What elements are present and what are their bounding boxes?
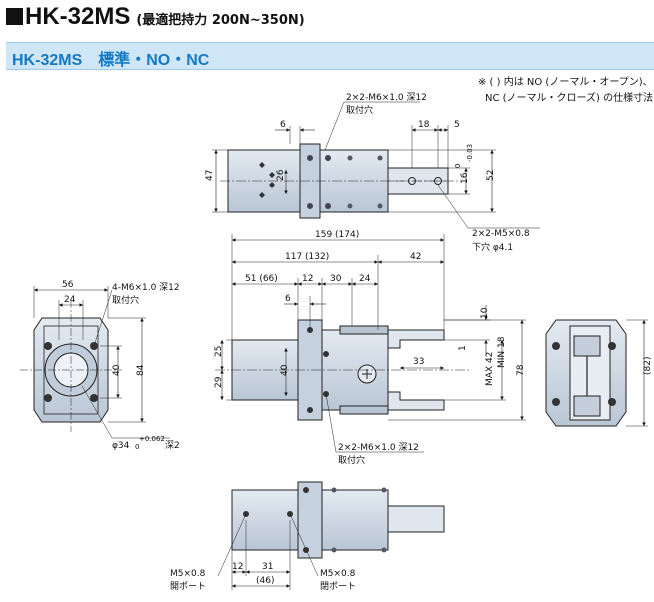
dim-1: 1 (458, 345, 468, 351)
bore-callout: φ34 (112, 441, 130, 451)
bore-tol-lower: 0 (135, 443, 139, 451)
page-title: HK-32MS (最適把持力 200N~350N) (6, 3, 305, 37)
port-right-callout: M5×0.8 (320, 569, 356, 579)
tol-lower: -0.03 (466, 144, 474, 162)
dim-10: 10 (480, 307, 490, 319)
bottom-view: 12 31 (46) M5×0.8 開ポート M5×0.8 閉ポート (170, 481, 445, 592)
dim-31: 31 (262, 562, 273, 572)
top-mount-sub: 取付穴 (346, 104, 373, 116)
dim-29: 29 (214, 376, 224, 388)
dim-6-front: 6 (285, 294, 291, 304)
port-right-sub: 閉ポート (320, 581, 356, 592)
dim-56: 56 (62, 280, 74, 290)
bore-depth: 深2 (165, 440, 180, 451)
left-end-view: 56 24 40 84 4-M6×1.0 深12 取付穴 φ34 +0.062 … (20, 280, 180, 451)
top-mount-callout: 2×2-M6×1.0 深12 (346, 92, 427, 103)
dim-159: 159 (174) (315, 230, 359, 240)
dim-18: 18 (418, 120, 430, 130)
dim-42: 42 (410, 252, 421, 262)
port-left-sub: 開ポート (170, 581, 206, 592)
dim-16: 16 (460, 172, 470, 184)
port-left-callout: M5×0.8 (170, 569, 206, 579)
dim-117: 117 (132) (285, 252, 329, 262)
dim-46: (46) (256, 576, 274, 586)
dim-24-front: 24 (359, 274, 371, 284)
right-end-view: (82) (545, 319, 653, 427)
jaw-hole-callout: 2×2-M5×0.8 (472, 229, 530, 239)
dim-51: 51 (66) (245, 274, 278, 284)
note-line-2: NC (ノーマル・クローズ) の仕様寸法です (485, 93, 654, 104)
front-mount-sub: 取付穴 (338, 454, 365, 466)
dim-26: 26 (276, 169, 286, 181)
top-view: 47 26 6 18 5 16 0 -0.03 52 2×2-M6×1.0 深1… (205, 92, 540, 253)
dim-12-bottom: 12 (232, 562, 243, 572)
dim-84: 84 (136, 364, 146, 376)
dim-78: 78 (516, 364, 526, 376)
dim-47: 47 (205, 170, 215, 181)
note-line-1: ※ ( ) 内は NO (ノーマル・オープン)、 (478, 77, 653, 88)
dim-24-side: 24 (64, 295, 76, 305)
dim-6-top: 6 (280, 120, 286, 130)
dim-40-front: 40 (280, 364, 290, 376)
dim-82: (82) (643, 357, 653, 375)
model-name: HK-32MS (25, 3, 131, 30)
dim-5: 5 (454, 120, 460, 130)
dim-40-side: 40 (112, 364, 122, 376)
dim-12-front: 12 (302, 274, 313, 284)
title-square-icon (6, 8, 23, 25)
jaw-hole-sub: 下穴 φ4.1 (472, 241, 513, 253)
side-mount-sub: 取付穴 (112, 294, 139, 306)
front-view: 159 (174) 117 (132) 42 51 (66) 12 30 24 … (214, 230, 526, 466)
dim-33: 33 (413, 357, 424, 367)
dim-25: 25 (214, 346, 224, 357)
front-mount-callout: 2×2-M6×1.0 深12 (338, 442, 419, 453)
dim-min18: MIN 18 (497, 336, 507, 368)
variant-title: HK-32MS 標準・NO・NC (12, 52, 210, 69)
variant-band: HK-32MS 標準・NO・NC (6, 42, 654, 70)
tol-upper: 0 (454, 164, 462, 168)
grip-force: (最適把持力 200N~350N) (136, 13, 305, 28)
dim-30: 30 (330, 274, 342, 284)
side-mount-callout: 4-M6×1.0 深12 (112, 282, 180, 293)
dim-52: 52 (486, 170, 496, 181)
bore-tol-upper: +0.062 (139, 435, 165, 443)
dim-max42: MAX 42 (485, 352, 495, 386)
